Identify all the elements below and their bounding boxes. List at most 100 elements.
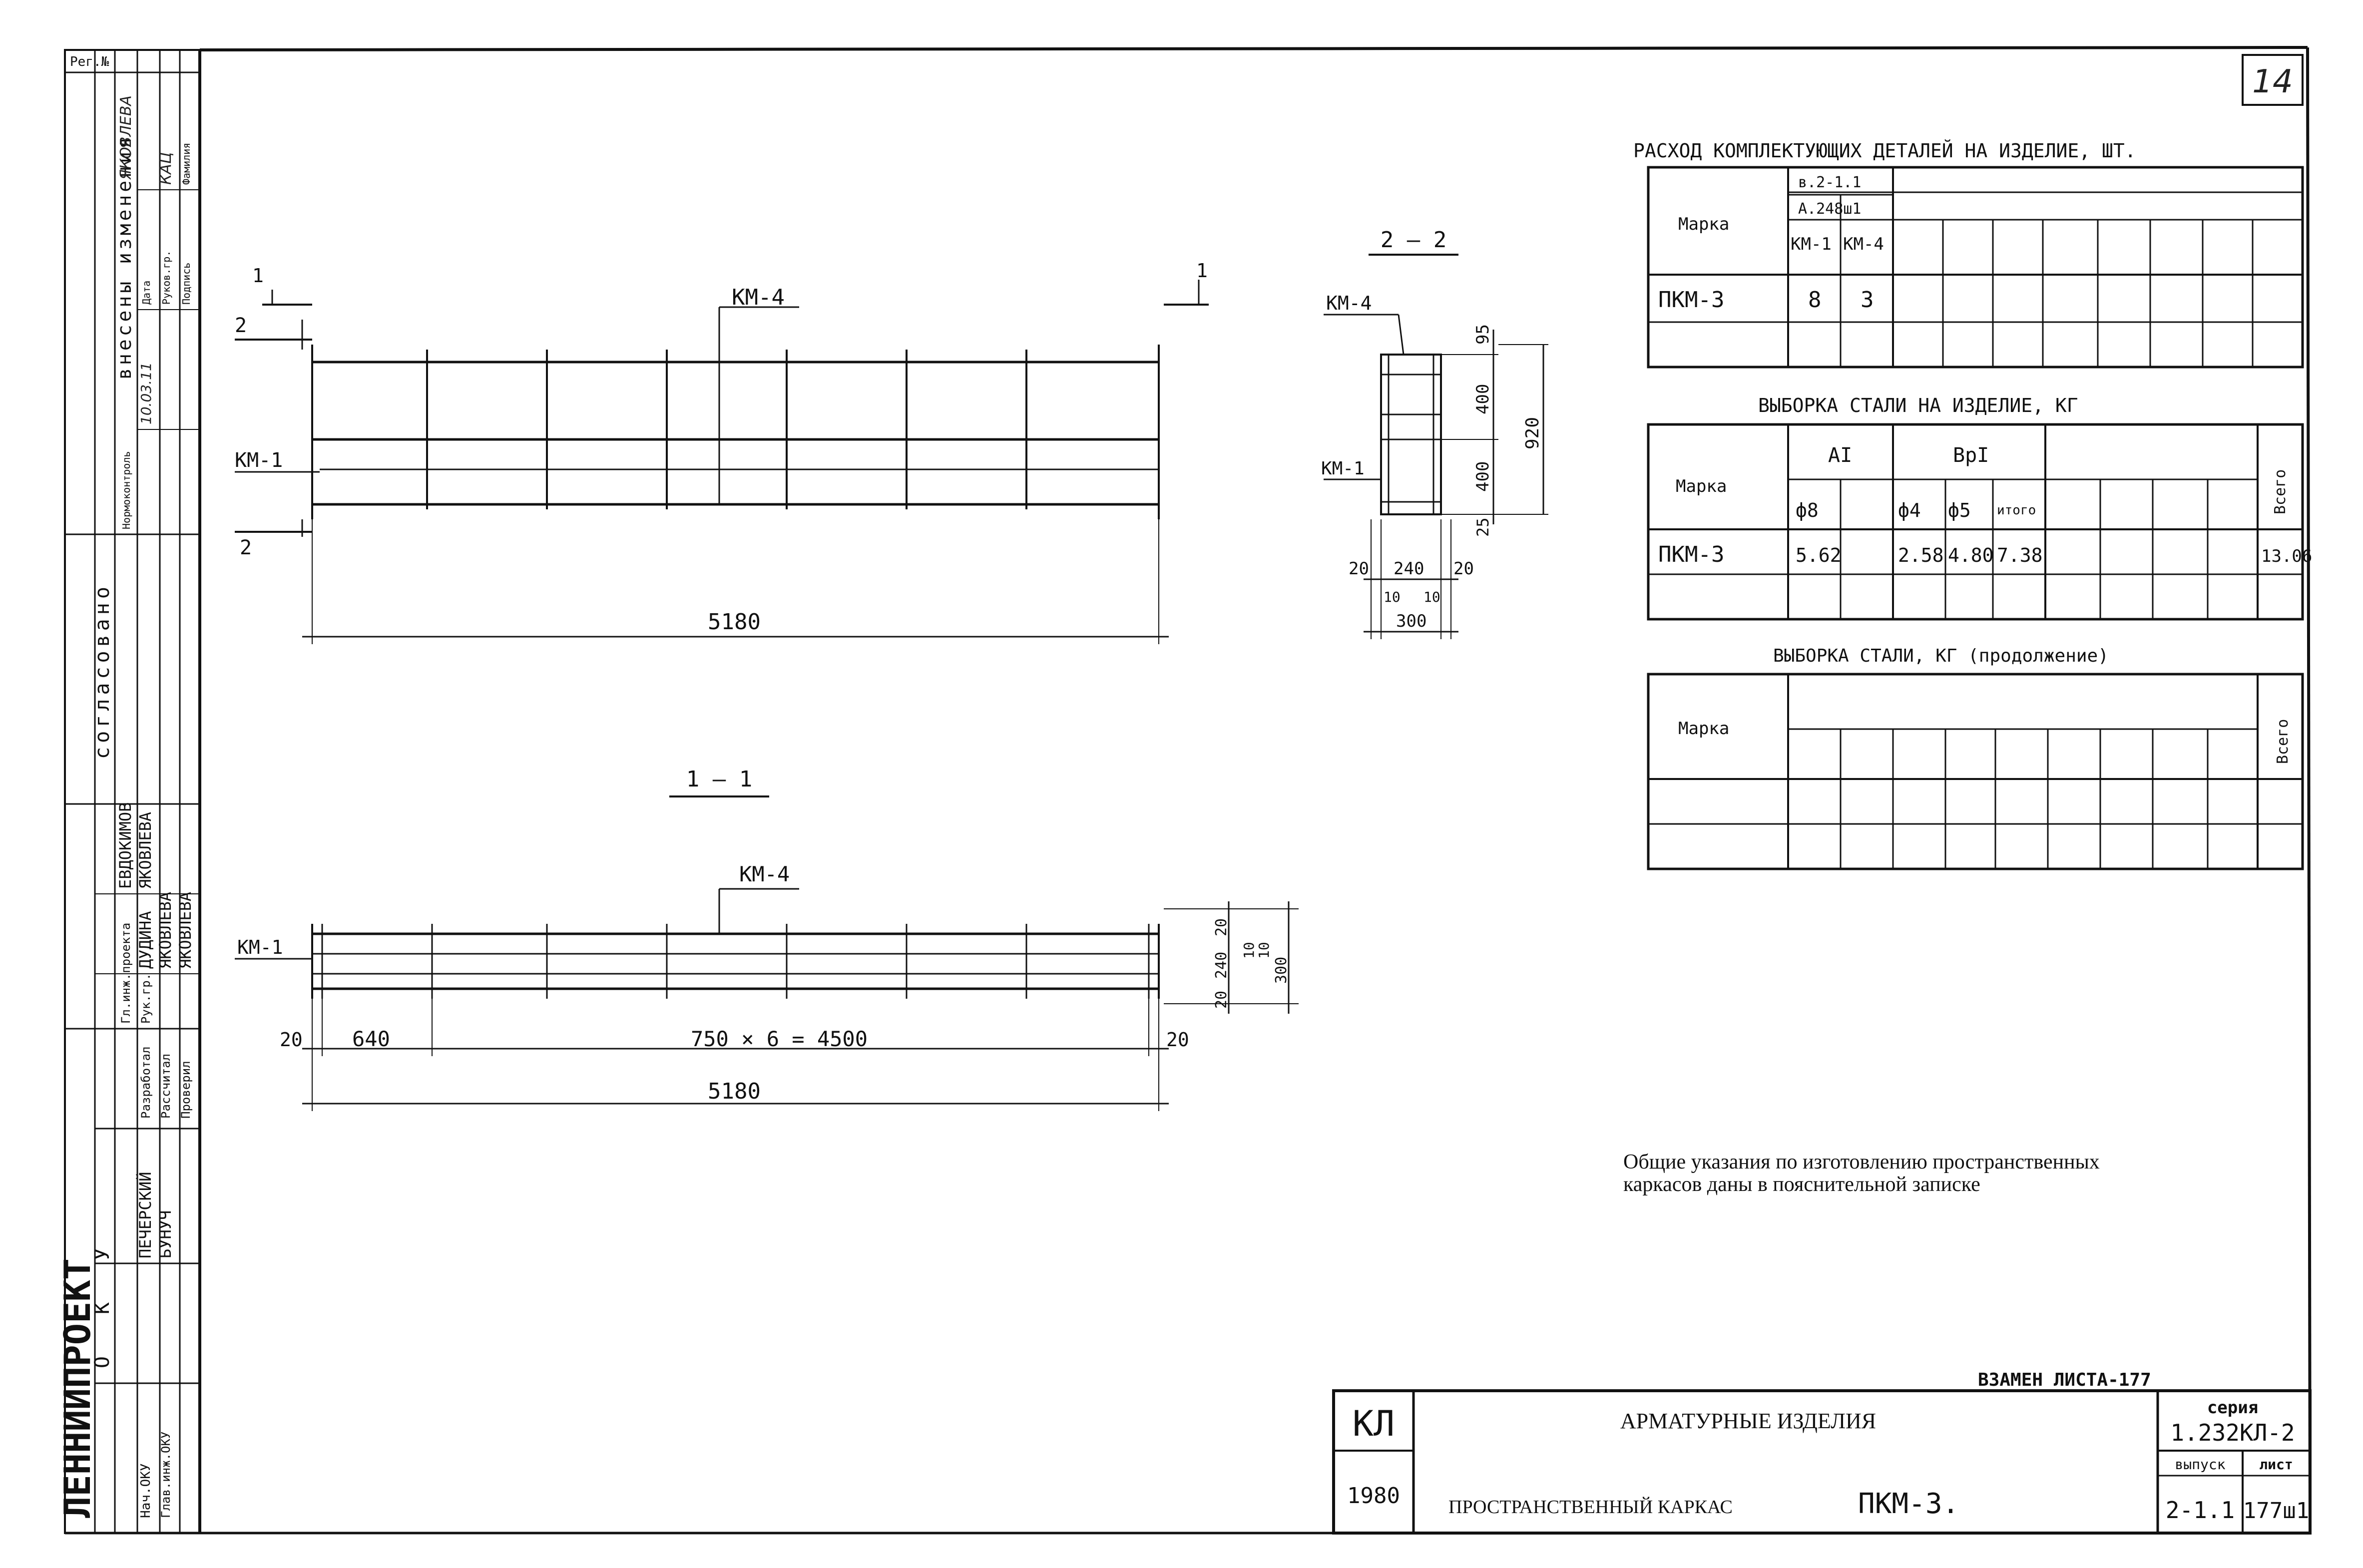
tb-seria: 1.232КЛ-2 bbox=[2170, 1419, 2295, 1446]
table2-val-0: 5.62 bbox=[1796, 544, 1842, 566]
view11-rdim-10b: 10 bbox=[1256, 942, 1272, 959]
view22-dim-20b: 20 bbox=[1453, 559, 1474, 579]
view22-section bbox=[1324, 314, 1548, 639]
table1 bbox=[1647, 166, 2304, 369]
view11-length: 5180 bbox=[708, 1079, 761, 1104]
view11-km4: КМ-4 bbox=[739, 862, 790, 886]
stamp-name-2: ЕВДОКИМОВ bbox=[116, 802, 135, 889]
tb-list-label: лист bbox=[2259, 1456, 2293, 1473]
change-col-3: Подпись bbox=[180, 263, 192, 305]
stamp-name-6: ЯКОВЛЕВА bbox=[176, 892, 195, 969]
view22-dim-95: 95 bbox=[1473, 324, 1493, 345]
table2-val-2: 2.58 bbox=[1898, 544, 1944, 566]
table2-val-4: 7.38 bbox=[1997, 544, 2043, 566]
section-mark-2a: 2 bbox=[235, 314, 247, 337]
view11-title: 1 — 1 bbox=[686, 767, 752, 792]
tb-title-1: АРМАТУРНЫЕ ИЗДЕЛИЯ bbox=[1620, 1409, 1876, 1433]
dept-name: О К У bbox=[91, 1233, 114, 1368]
table1-row-mark: ПКМ-3 bbox=[1658, 287, 1724, 313]
table2-title: ВЫБОРКА СТАЛИ НА ИЗДЕЛИЕ, КГ bbox=[1758, 394, 2078, 416]
replaces-note: ВЗАМЕН ЛИСТА-177 bbox=[1978, 1370, 2151, 1390]
section-mark-2b: 2 bbox=[240, 536, 252, 559]
stamp-role-0: Нач.ОКУ bbox=[138, 1463, 153, 1518]
stamp-role-4: Разработал bbox=[139, 1047, 153, 1119]
table2-col-4: итого bbox=[1997, 503, 2036, 518]
tb-vypusk: 2-1.1 bbox=[2166, 1497, 2235, 1524]
table2-total-head: Всего bbox=[2272, 469, 2289, 514]
view22-width: 300 bbox=[1396, 611, 1426, 631]
tb-year: 1980 bbox=[1347, 1483, 1400, 1509]
view22-dim-400b: 400 bbox=[1473, 461, 1493, 492]
view11-rdim-10a: 10 bbox=[1241, 942, 1257, 959]
view11-km1: КМ-1 bbox=[237, 936, 283, 958]
changes-label: внесены изменения bbox=[113, 134, 135, 380]
change-col-2: Руков.гр. bbox=[160, 251, 172, 305]
table1-group1: в.2-1.1 bbox=[1798, 174, 1861, 191]
side-name-2: 10.03.11 bbox=[138, 362, 154, 424]
view11-dim-640: 640 bbox=[352, 1027, 390, 1051]
agreed-label: согласовано bbox=[91, 583, 114, 759]
change-col-4: Фамилия bbox=[180, 143, 192, 185]
view22-dim-400a: 400 bbox=[1473, 384, 1493, 414]
view22-km1: КМ-1 bbox=[1321, 458, 1365, 479]
table3-total-head: Всего bbox=[2274, 719, 2292, 764]
table2-total: 13.06 bbox=[2261, 546, 2312, 566]
table1-val-km1: 8 bbox=[1808, 287, 1822, 313]
table2-marka: Марка bbox=[1676, 476, 1727, 496]
table2-col-2: ф4 bbox=[1898, 499, 1921, 521]
stamp-column bbox=[64, 49, 201, 1534]
view22-sub-10a: 10 bbox=[1384, 589, 1401, 605]
table2-row-mark: ПКМ-3 bbox=[1658, 542, 1724, 567]
table2-col-3: ф5 bbox=[1948, 499, 1971, 521]
view11-dim-4500: 750 × 6 = 4500 bbox=[691, 1027, 868, 1051]
view11-dim-20a: 20 bbox=[280, 1029, 303, 1051]
table3-title: ВЫБОРКА СТАЛИ, КГ (продолжение) bbox=[1773, 646, 2109, 666]
change-col-1: Дата bbox=[140, 281, 152, 305]
table3-marka: Марка bbox=[1678, 719, 1729, 739]
stamp-role-1: Глав.инж.ОКУ bbox=[159, 1432, 173, 1518]
stamp-name-7: ПЕЧЕРСКИЙ bbox=[136, 1172, 155, 1258]
view22-km4: КМ-4 bbox=[1326, 292, 1372, 314]
stamp-name-3: ЯКОВЛЕВА bbox=[136, 812, 155, 889]
tb-list: 177ш1 bbox=[2243, 1498, 2309, 1524]
table1-col-km4: КМ-4 bbox=[1843, 234, 1884, 254]
side-name-0: ЯКОВЛЕВА bbox=[117, 95, 135, 180]
stamp-role-2: Гл.инж.проекта bbox=[119, 923, 133, 1024]
tb-title-2: ПРОСТРАНСТВЕННЫЙ КАРКАС bbox=[1448, 1497, 1733, 1518]
main-elevation bbox=[235, 280, 1209, 644]
sheet-number: 14 bbox=[2252, 63, 2293, 100]
view22-total-h: 920 bbox=[1522, 417, 1543, 449]
stamp-name-5: ЯКОВЛЕВА bbox=[156, 892, 175, 969]
sheet-number-box bbox=[2242, 54, 2304, 106]
stamp-name-8: БУНУЧ bbox=[156, 1210, 175, 1258]
main-km4-label: КМ-4 bbox=[732, 285, 785, 310]
view11-rdim-300: 300 bbox=[1273, 957, 1290, 984]
table1-marka: Марка bbox=[1678, 214, 1729, 234]
table1-val-km4: 3 bbox=[1861, 287, 1874, 313]
table1-title: РАСХОД КОМПЛЕКТУЮЩИХ ДЕТАЛЕЙ НА ИЗДЕЛИЕ,… bbox=[1633, 140, 2136, 162]
table2-col-0: ф8 bbox=[1796, 499, 1819, 521]
section-mark-1a: 1 bbox=[252, 265, 264, 287]
tb-mark: ПКМ-3. bbox=[1858, 1488, 1959, 1520]
border-right bbox=[2306, 47, 2312, 1534]
view11-section bbox=[235, 888, 1299, 1111]
table2-group-bp1: BpI bbox=[1953, 444, 1989, 467]
stamp-name-4: ДУДИНА bbox=[136, 911, 155, 969]
table2-group-a1: АI bbox=[1828, 444, 1852, 467]
view11-rdim-20b: 20 bbox=[1213, 991, 1230, 1009]
view22-dim-20a: 20 bbox=[1349, 559, 1369, 579]
view22-dim-240: 240 bbox=[1394, 559, 1424, 579]
view22-dim-25: 25 bbox=[1473, 517, 1492, 537]
stamp-role-6: Проверил bbox=[179, 1061, 193, 1119]
table1-col-km1: КМ-1 bbox=[1791, 234, 1832, 254]
change-col-0: Нормоконтроль bbox=[120, 451, 132, 529]
table2 bbox=[1647, 423, 2304, 621]
org-name: ЛЕННИИПРОЕКТ bbox=[56, 1258, 98, 1518]
border-top bbox=[199, 46, 2308, 51]
tb-seria-label: серия bbox=[2207, 1398, 2258, 1418]
table3 bbox=[1647, 673, 2304, 870]
side-name-1: КАЦ bbox=[157, 152, 175, 185]
tb-vypusk-label: выпуск bbox=[2175, 1456, 2225, 1473]
tb-kl: КЛ bbox=[1353, 1403, 1395, 1444]
